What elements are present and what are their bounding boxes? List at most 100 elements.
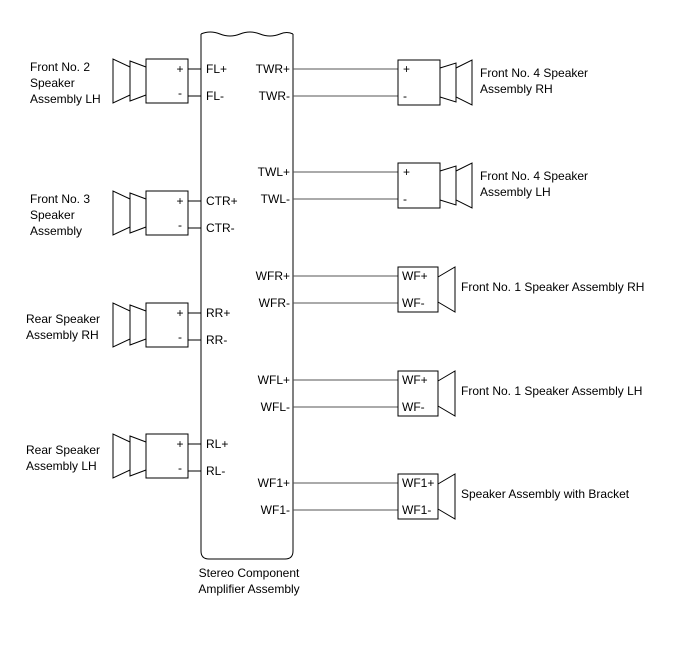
terminal-plus-label: + bbox=[176, 194, 183, 208]
right-speaker-3: WFL+ WFL- WF+ WF- Front No. 1 Speaker Assemb… bbox=[258, 370, 642, 417]
amplifier-label-line1: Stereo Component bbox=[199, 566, 300, 580]
terminal-minus-label: WF- bbox=[402, 296, 425, 310]
terminal-box bbox=[397, 266, 439, 313]
terminal-minus-label: WF1- bbox=[402, 503, 431, 517]
pin-plus-label: TWL+ bbox=[258, 165, 290, 179]
terminal-minus-label: - bbox=[178, 461, 182, 475]
speaker-name-line-2: Assembly bbox=[30, 224, 82, 238]
speaker-icon bbox=[112, 58, 147, 104]
speaker-cone-icon bbox=[437, 266, 456, 313]
pin-plus-label: RL+ bbox=[206, 437, 228, 451]
speaker-cone-icon bbox=[437, 473, 456, 520]
speaker-name-line-0: Front No. 3 bbox=[30, 192, 90, 206]
pin-minus-label: FL- bbox=[206, 89, 224, 103]
terminal-box bbox=[145, 302, 189, 348]
speaker-name-line-1: Assembly LH bbox=[480, 185, 551, 199]
amplifier-assembly: Stereo Component Amplifier Assembly bbox=[198, 31, 300, 596]
terminal-box bbox=[145, 433, 189, 479]
woofer-speaker-icon bbox=[437, 370, 456, 417]
speaker-outer-cone-icon bbox=[112, 190, 131, 236]
speaker-outer-cone-icon bbox=[112, 302, 131, 348]
speaker-outer-cone-icon bbox=[112, 433, 131, 479]
amplifier-body-outline bbox=[200, 34, 294, 560]
terminal-plus-label: WF1+ bbox=[402, 476, 434, 490]
tweeter-speaker-icon bbox=[439, 162, 473, 209]
terminal-minus-label: - bbox=[403, 89, 407, 103]
tweeter-speaker-icon bbox=[439, 59, 473, 106]
pin-plus-label: TWR+ bbox=[256, 62, 290, 76]
terminal-box bbox=[397, 370, 439, 417]
speaker-inner-cone-icon bbox=[439, 165, 457, 206]
speaker-name-line-0: Front No. 4 Speaker bbox=[480, 169, 588, 183]
woofer-speaker-icon bbox=[437, 473, 456, 520]
pin-minus-label: TWL- bbox=[261, 192, 290, 206]
speaker-name-line-0: Front No. 4 Speaker bbox=[480, 66, 588, 80]
terminal-minus-label: - bbox=[178, 218, 182, 232]
terminal-plus-label: + bbox=[176, 306, 183, 320]
terminal-minus-label: - bbox=[403, 192, 407, 206]
speaker-outer-cone-icon bbox=[455, 59, 473, 106]
speaker-name-line-1: Assembly LH bbox=[26, 459, 97, 473]
terminal-box bbox=[397, 473, 439, 520]
pin-minus-label: WFL- bbox=[261, 400, 290, 414]
speaker-inner-cone-icon bbox=[129, 304, 147, 346]
speaker-inner-cone-icon bbox=[439, 62, 457, 103]
pin-minus-label: WFR- bbox=[259, 296, 290, 310]
speaker-name-line-0: Speaker Assembly with Bracket bbox=[461, 487, 630, 501]
speaker-inner-cone-icon bbox=[129, 435, 147, 477]
speaker-name-line-1: Assembly RH bbox=[480, 82, 553, 96]
speaker-name-line-0: Rear Speaker bbox=[26, 443, 100, 457]
terminal-box bbox=[145, 190, 189, 236]
pin-plus-label: CTR+ bbox=[206, 194, 238, 208]
speaker-name-line-0: Front No. 2 bbox=[30, 60, 90, 74]
pin-plus-label: FL+ bbox=[206, 62, 227, 76]
terminal-minus-label: WF- bbox=[402, 400, 425, 414]
terminal-plus-label: WF+ bbox=[402, 373, 428, 387]
speaker-name-line-1: Assembly RH bbox=[26, 328, 99, 342]
speaker-name-line-0: Front No. 1 Speaker Assembly LH bbox=[461, 384, 642, 398]
speaker-name-line-2: Assembly LH bbox=[30, 92, 101, 106]
pin-minus-label: RR- bbox=[206, 333, 227, 347]
terminal-plus-label: + bbox=[403, 62, 410, 76]
terminal-plus-label: + bbox=[176, 62, 183, 76]
terminal-plus-label: + bbox=[176, 437, 183, 451]
right-speaker-4: WF1+ WF1- WF1+ WF1- Speaker Assembly with Br… bbox=[258, 473, 630, 520]
pin-plus-label: WFL+ bbox=[258, 373, 290, 387]
amplifier-label-line2: Amplifier Assembly bbox=[198, 582, 299, 596]
speaker-inner-cone-icon bbox=[129, 192, 147, 234]
speaker-outer-cone-icon bbox=[455, 162, 473, 209]
pin-minus-label: TWR- bbox=[259, 89, 290, 103]
pin-plus-label: RR+ bbox=[206, 306, 230, 320]
terminal-minus-label: - bbox=[178, 330, 182, 344]
speaker-name-line-1: Speaker bbox=[30, 76, 75, 90]
pin-minus-label: WF1- bbox=[261, 503, 290, 517]
speaker-icon bbox=[112, 190, 147, 236]
pin-plus-label: WFR+ bbox=[256, 269, 290, 283]
speaker-cone-icon bbox=[437, 370, 456, 417]
pin-minus-label: CTR- bbox=[206, 221, 235, 235]
speaker-name-line-0: Front No. 1 Speaker Assembly RH bbox=[461, 280, 644, 294]
speaker-name-line-1: Speaker bbox=[30, 208, 75, 222]
amplifier-top-edge bbox=[200, 31, 294, 37]
terminal-box bbox=[145, 58, 189, 104]
speaker-icon bbox=[112, 433, 147, 479]
terminal-box bbox=[397, 59, 441, 106]
speaker-name-line-0: Rear Speaker bbox=[26, 312, 100, 326]
terminal-plus-label: + bbox=[403, 165, 410, 179]
pin-plus-label: WF1+ bbox=[258, 476, 290, 490]
speaker-icon bbox=[112, 302, 147, 348]
terminal-box bbox=[397, 162, 441, 209]
pin-minus-label: RL- bbox=[206, 464, 225, 478]
speaker-outer-cone-icon bbox=[112, 58, 131, 104]
right-speaker-2: WFR+WFR-WF+WF-Front No. 1 Speaker Assemb… bbox=[256, 266, 644, 313]
terminal-minus-label: - bbox=[178, 86, 182, 100]
